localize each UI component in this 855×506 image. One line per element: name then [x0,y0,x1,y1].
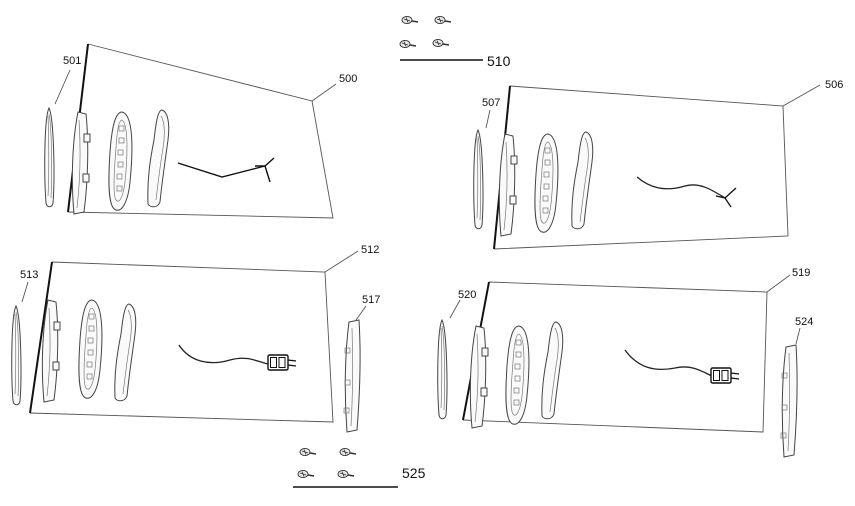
screw-icon [434,15,452,25]
housing-part [498,133,518,237]
label-510: 510 [487,53,511,69]
side-cap-part [780,344,798,458]
connector-plug [267,354,297,371]
label-513: 513 [20,269,38,281]
led-strip-part [108,111,133,211]
screw-icon [339,447,357,457]
assembly-512: 512 513 517 [11,244,380,433]
lens-part [473,129,484,230]
label-500: 500 [339,73,357,85]
diffuser-part [114,303,137,402]
label-520: 520 [458,289,476,301]
screw-group-510: 510 [399,15,511,69]
side-cap-part [343,319,361,433]
connector-plug [710,367,740,384]
diffuser-part [147,109,170,208]
label-525: 525 [402,465,426,481]
lens-part [437,319,448,420]
assembly-519: 519 520 524 [437,267,813,458]
diffuser-part [541,321,564,420]
label-517: 517 [362,294,380,306]
screw-icon [401,15,419,25]
label-506: 506 [825,79,843,91]
label-519: 519 [792,267,810,279]
screw-icon [399,39,417,49]
diffuser-part [571,131,594,230]
housing-part [41,299,61,403]
label-507: 507 [482,97,500,109]
screw-icon [337,469,355,479]
led-strip-part [78,299,103,399]
housing-part [71,111,91,215]
lens-part [11,305,22,406]
label-524: 524 [795,316,813,328]
screw-icon [297,469,315,479]
screw-icon [432,38,450,48]
label-512: 512 [361,244,379,256]
led-strip-part [534,133,559,233]
screw-icon [299,447,317,457]
screw-group-525: 525 [293,447,426,488]
assembly-500: 500 501 [44,43,357,219]
label-501: 501 [63,55,81,67]
assembly-506: 506 507 [473,79,843,250]
led-strip-part [505,325,530,425]
lens-part [44,107,55,208]
housing-part [469,325,489,429]
